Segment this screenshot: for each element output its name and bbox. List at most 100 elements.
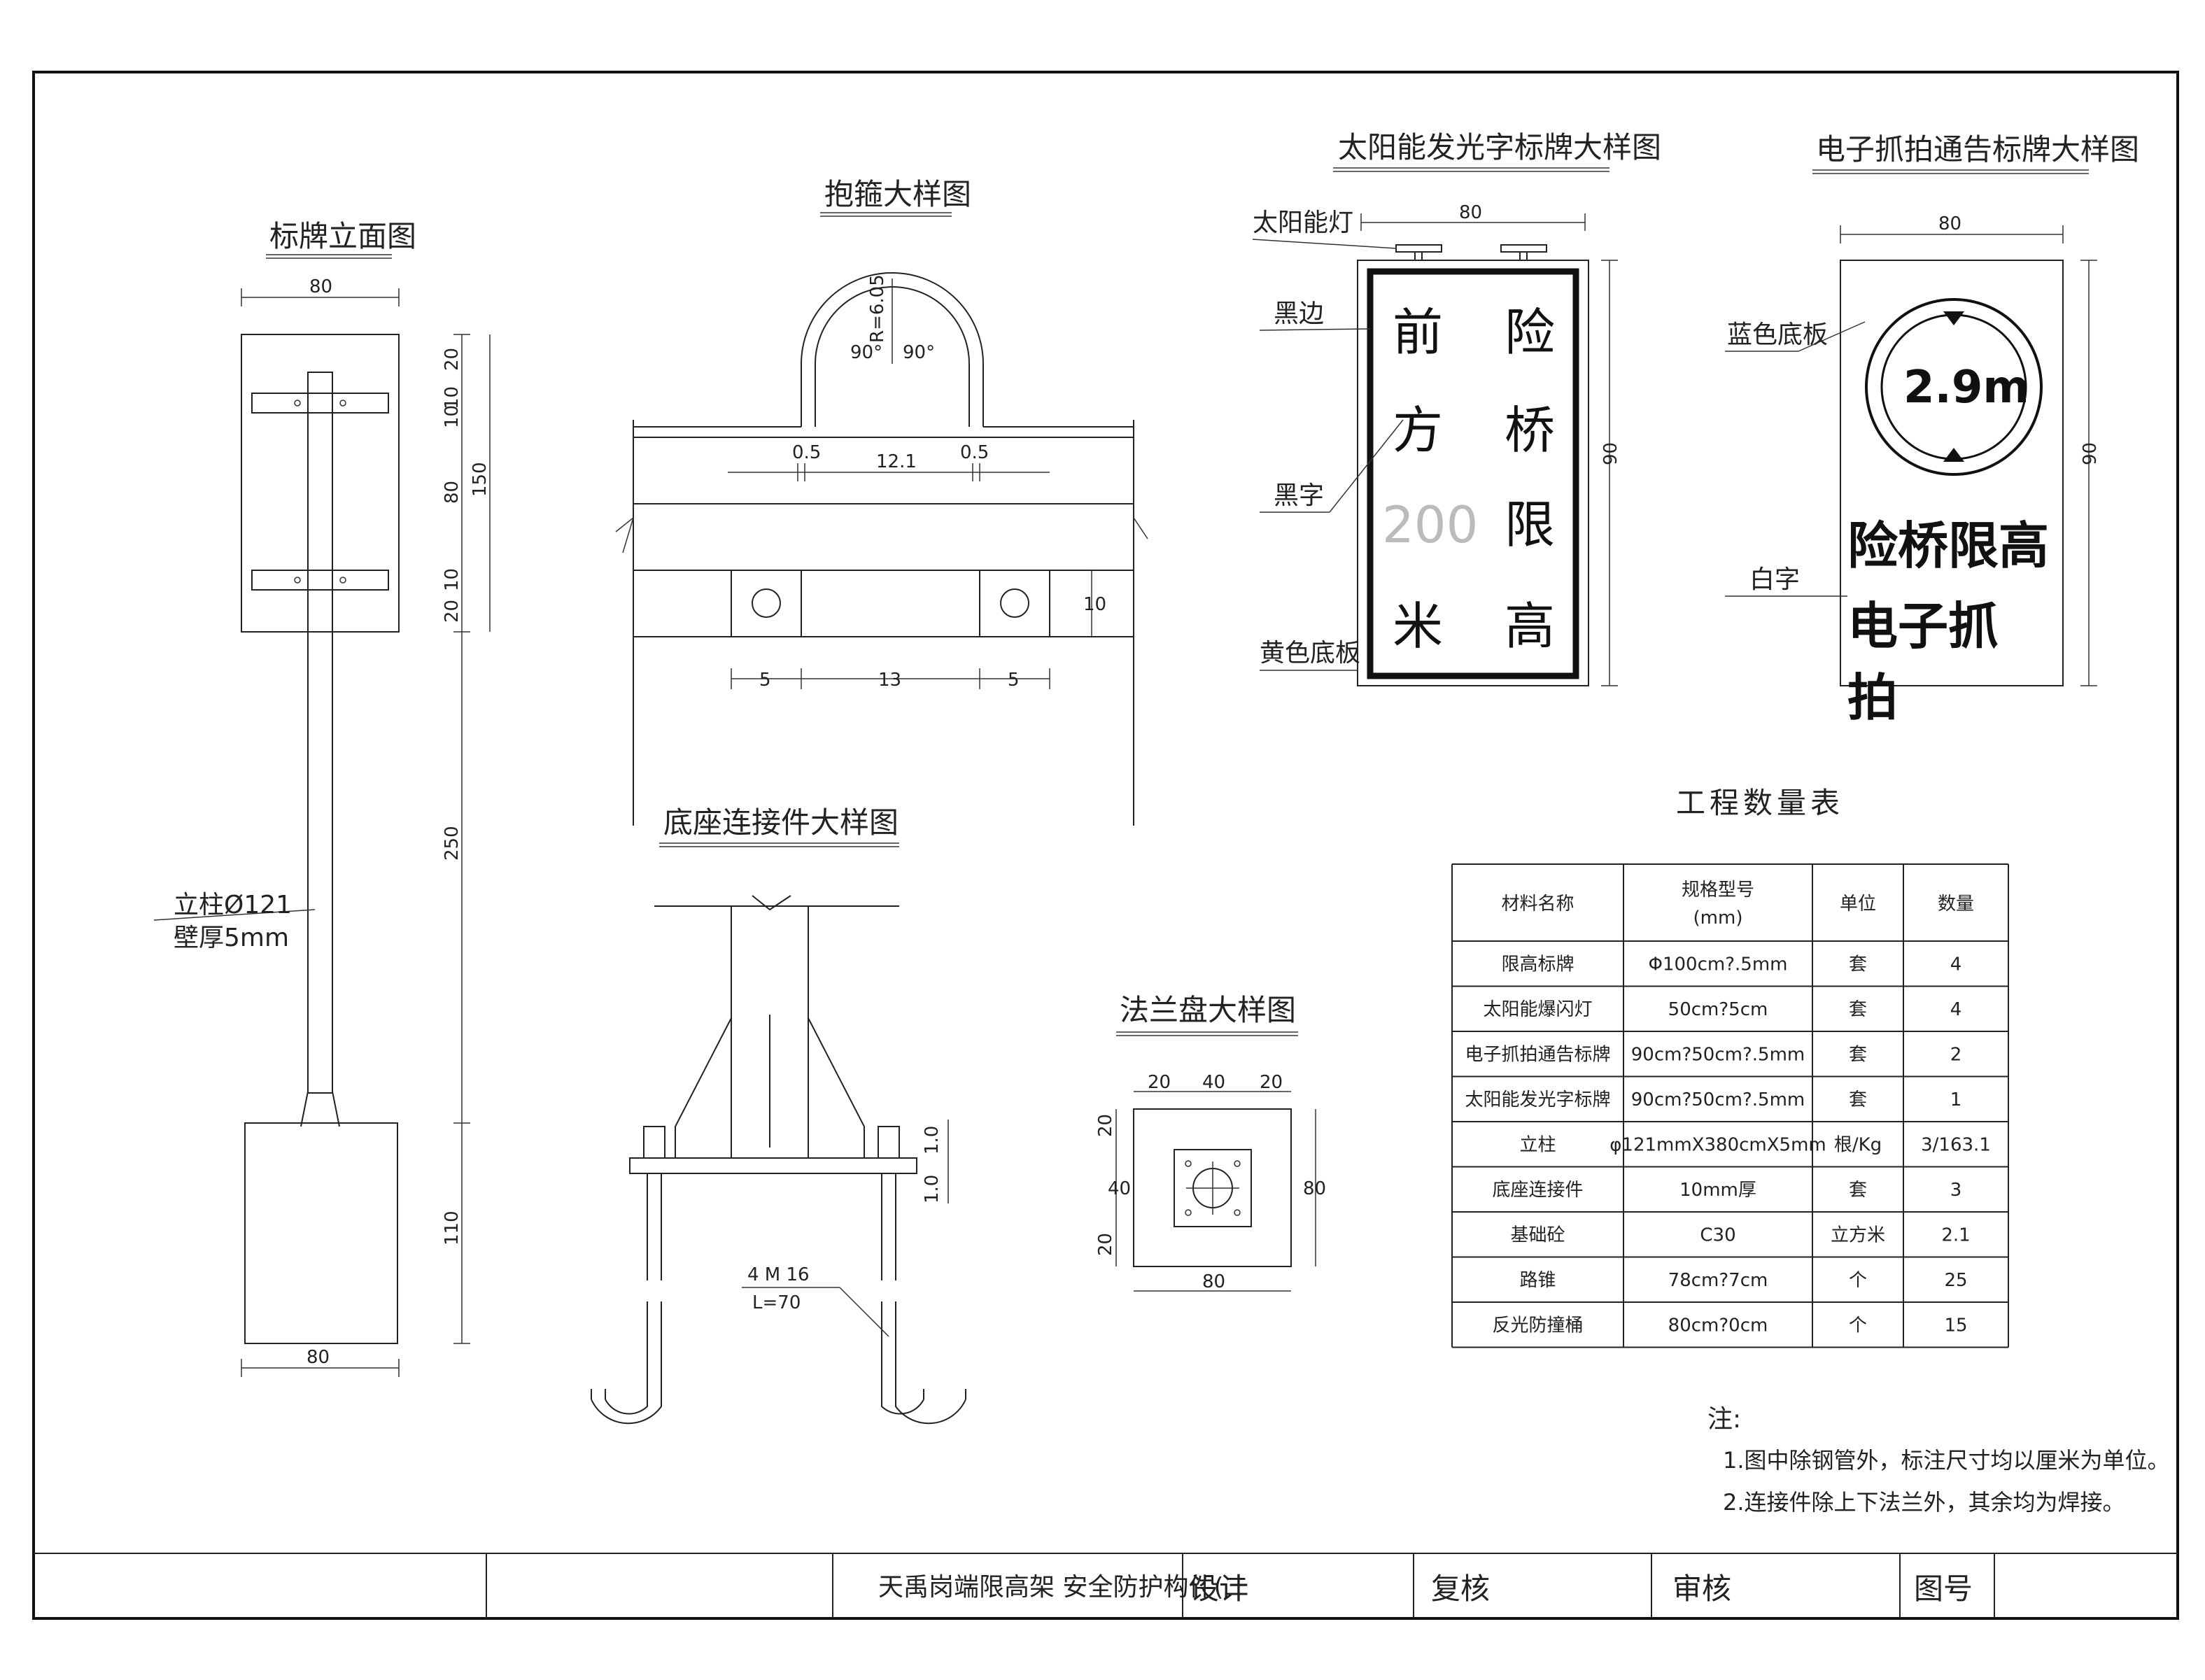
clamp-bottom-left: 5 <box>759 670 771 691</box>
drawing-frame <box>32 71 2179 1620</box>
capture-line-2: 电子抓 <box>1847 597 1999 656</box>
notes: 注: 1.图中除钢管外，标注尺寸均以厘米为单位。 2.连接件除上下法兰外，其余均… <box>1707 1405 2170 1516</box>
dim-10c: 10 <box>442 568 463 591</box>
title-project: 天禹岗端限高架 安全防护构件(二 <box>878 1573 1249 1602</box>
table-cell: 90cm?50cm?.5mm <box>1631 1044 1805 1065</box>
table-cell: φ121mmX380cmX5mm <box>1609 1134 1826 1155</box>
solar-black-border <box>1367 268 1579 679</box>
flange-left-1: 20 <box>1095 1114 1116 1137</box>
elevation-bottom-width: 80 <box>307 1347 330 1368</box>
table-cell: 4 <box>1950 954 1962 975</box>
solar-border-label: 黑边 <box>1274 299 1324 328</box>
base-connector-view: 底座连接件大样图 4 M 16 L=70 1.0 1.0 <box>591 805 966 1425</box>
flange-right: 80 <box>1303 1178 1326 1199</box>
post-label-1: 立柱Ø121 <box>174 891 292 919</box>
table-cell: 3 <box>1950 1180 1962 1201</box>
solar-char-1: 前 <box>1393 303 1443 362</box>
table-cell: 立柱 <box>1519 1134 1556 1155</box>
capture-title: 电子抓拍通告标牌大样图 <box>1816 132 2139 167</box>
table-cell: 80cm?0cm <box>1668 1315 1768 1336</box>
base-length: L=70 <box>752 1292 801 1313</box>
elevation-top-width: 80 <box>309 276 332 297</box>
table-cell: 根/Kg <box>1834 1134 1882 1155</box>
concrete-foundation <box>244 1122 398 1344</box>
base-title: 底座连接件大样图 <box>663 805 899 840</box>
table-cell: 套 <box>1849 1044 1867 1065</box>
title-block: 天禹岗端限高架 安全防护构件(二 设计 复核 审核 图号 <box>34 1553 2178 1618</box>
flange-bottom: 80 <box>1202 1271 1225 1292</box>
solar-width: 80 <box>1459 202 1482 223</box>
clamp-angle-left: 90° <box>850 342 882 363</box>
table-cell: 个 <box>1849 1315 1867 1336</box>
base-plate-bot: 1.0 <box>922 1175 943 1203</box>
base-bolt: 4 M 16 <box>747 1264 810 1285</box>
flange-top-3: 20 <box>1260 1072 1283 1093</box>
elevation-view: 标牌立面图 80 80 20 10 10 80 10 20 150 <box>153 219 491 1377</box>
solar-board-label: 黄色底板 <box>1260 639 1360 668</box>
dim-80: 80 <box>442 481 463 504</box>
table-cell: 50cm?5cm <box>1668 999 1768 1020</box>
capture-line-1: 险桥限高 <box>1847 516 2049 575</box>
dim-20-top: 20 <box>442 348 463 371</box>
clamp-angle-right: 90° <box>903 342 935 363</box>
table-cell: 15 <box>1944 1315 1967 1336</box>
clamp-bottom-right: 5 <box>1008 670 1020 691</box>
dim-10a: 10 <box>442 386 463 409</box>
dim-110: 110 <box>442 1210 463 1245</box>
notes-heading: 注: <box>1707 1405 1741 1434</box>
table-cell: 个 <box>1849 1270 1867 1291</box>
table-cell: 反光防撞桶 <box>1492 1315 1583 1336</box>
capture-line-3: 拍 <box>1847 668 1898 727</box>
solar-height: 90 <box>1600 442 1621 465</box>
table-cell: 太阳能发光字标牌 <box>1465 1089 1610 1110</box>
solar-char-5: 200 <box>1382 495 1478 554</box>
capture-width: 80 <box>1938 213 1961 234</box>
elevation-title: 标牌立面图 <box>269 219 416 253</box>
table-header-sub: (mm) <box>1693 908 1743 929</box>
table-cell: 90cm?50cm?.5mm <box>1631 1089 1805 1110</box>
table-cell: 路锥 <box>1519 1270 1556 1291</box>
solar-lamp-label: 太阳能灯 <box>1253 209 1353 237</box>
title-approve: 审核 <box>1672 1572 1731 1606</box>
table-cell: 25 <box>1944 1270 1967 1291</box>
capture-board-label: 蓝色底板 <box>1727 320 1828 349</box>
clamp-radius: R=6.05 <box>867 274 888 343</box>
solar-char-4: 桥 <box>1505 401 1555 460</box>
table-cell: 78cm?7cm <box>1668 1270 1768 1291</box>
table-cell: 套 <box>1849 954 1867 975</box>
solar-char-8: 高 <box>1505 597 1555 656</box>
table-cell: 套 <box>1849 1180 1867 1201</box>
capture-limit-value: 2.9m <box>1903 362 2029 414</box>
table-cell: 限高标牌 <box>1501 954 1574 975</box>
table-cell: 2.1 <box>1941 1224 1970 1245</box>
title-design: 设计 <box>1190 1572 1248 1606</box>
flange-title: 法兰盘大样图 <box>1120 993 1296 1027</box>
table-header-cell: 规格型号 <box>1682 880 1754 901</box>
table-cell: Φ100cm?.5mm <box>1649 954 1788 975</box>
clamp-bottom-mid: 13 <box>878 670 901 691</box>
table-cell: 底座连接件 <box>1492 1180 1583 1201</box>
clamp-gap-right: 0.5 <box>960 442 989 463</box>
table-header-cell: 数量 <box>1938 894 1974 915</box>
table-cell: 3/163.1 <box>1921 1134 1991 1155</box>
capture-sign-view: 电子抓拍通告标牌大样图 80 2.9m 险桥限高 电子抓 拍 蓝色底板 白字 9… <box>1725 132 2139 727</box>
flange-left-2: 40 <box>1108 1178 1131 1199</box>
solar-char-7: 米 <box>1393 597 1443 656</box>
flange-left-3: 20 <box>1095 1233 1116 1256</box>
table-cell: 4 <box>1950 999 1962 1020</box>
note-1: 1.图中除钢管外，标注尺寸均以厘米为单位。 <box>1723 1447 2170 1474</box>
title-check: 复核 <box>1431 1572 1490 1606</box>
table-cell: 立方米 <box>1831 1224 1885 1245</box>
table-cell: 套 <box>1849 999 1867 1020</box>
table-header-cell: 材料名称 <box>1501 894 1574 915</box>
table-cell: 电子抓拍通告标牌 <box>1465 1044 1610 1065</box>
clamp-span: 12.1 <box>876 451 917 472</box>
dim-250: 250 <box>442 826 463 861</box>
table-cell: 1 <box>1950 1089 1962 1110</box>
solar-title: 太阳能发光字标牌大样图 <box>1338 130 1661 164</box>
capture-height: 90 <box>2080 442 2101 465</box>
solar-char-2: 险 <box>1505 303 1555 362</box>
flange-top-1: 20 <box>1148 1072 1171 1093</box>
